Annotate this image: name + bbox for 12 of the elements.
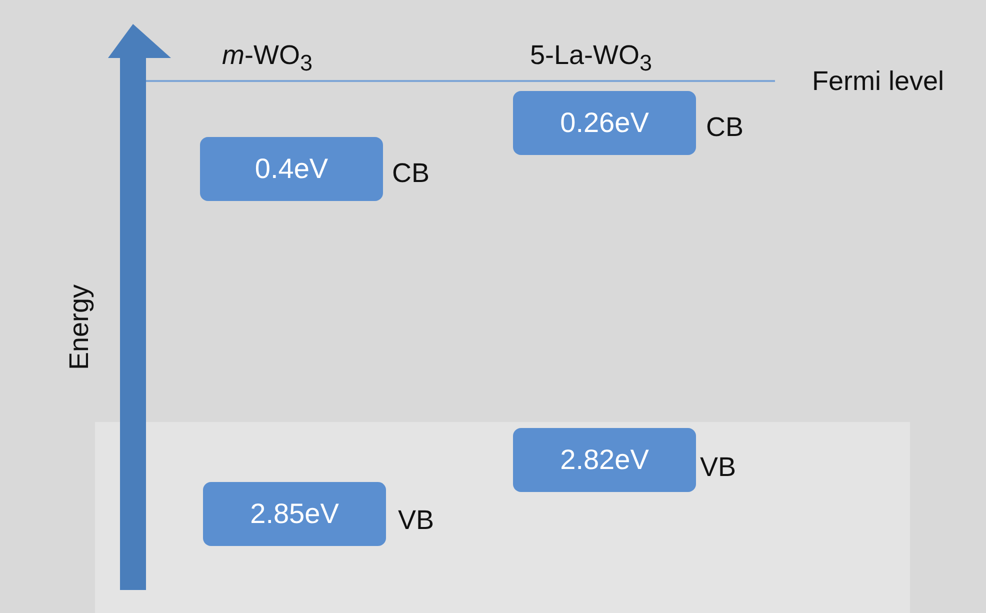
energy-level-box: 0.4eV xyxy=(200,137,383,201)
column-heading: 5-La-WO$_{3}$ xyxy=(530,40,652,76)
band-label: CB xyxy=(706,112,744,143)
energy-level-box: 2.85eV xyxy=(203,482,386,546)
column-heading: m-WO$_{3}$ xyxy=(222,40,312,76)
energy-level-box: 2.82eV xyxy=(513,428,696,492)
fermi-level-label: Fermi level xyxy=(812,66,944,97)
energy-level-box: 0.26eV xyxy=(513,91,696,155)
band-label: VB xyxy=(398,505,434,536)
band-label: CB xyxy=(392,158,430,189)
band-label: VB xyxy=(700,452,736,483)
axis-label: Energy xyxy=(64,284,95,370)
